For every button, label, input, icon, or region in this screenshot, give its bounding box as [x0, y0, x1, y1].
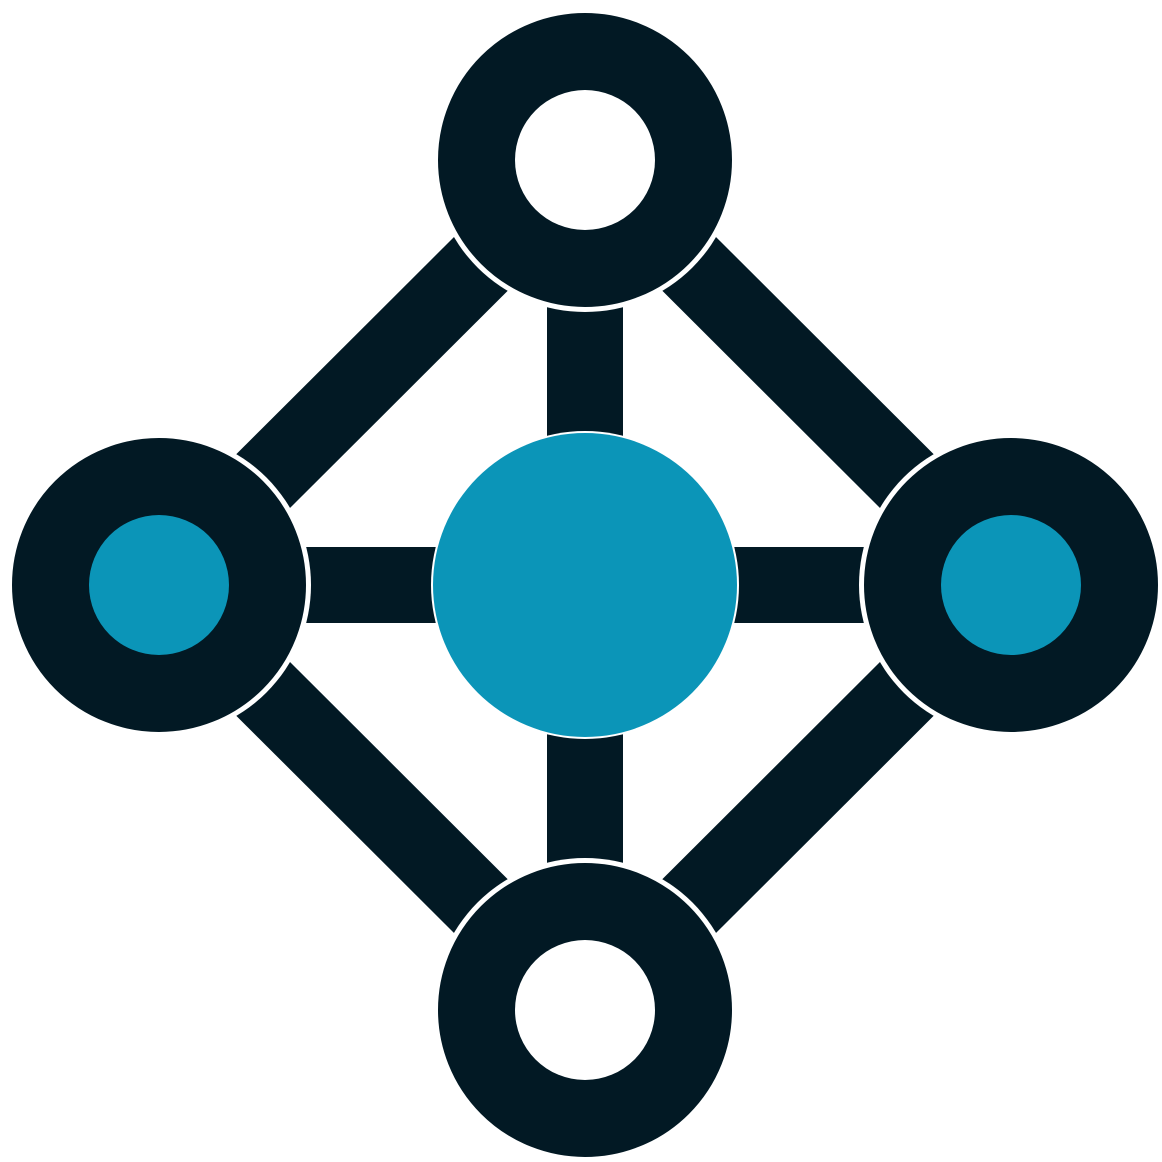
node-right-core	[941, 515, 1081, 655]
node-top-core	[515, 90, 655, 230]
node-fills	[89, 90, 1081, 1080]
node-left-core	[89, 515, 229, 655]
node-bottom-core	[515, 940, 655, 1080]
node-center	[433, 433, 737, 737]
